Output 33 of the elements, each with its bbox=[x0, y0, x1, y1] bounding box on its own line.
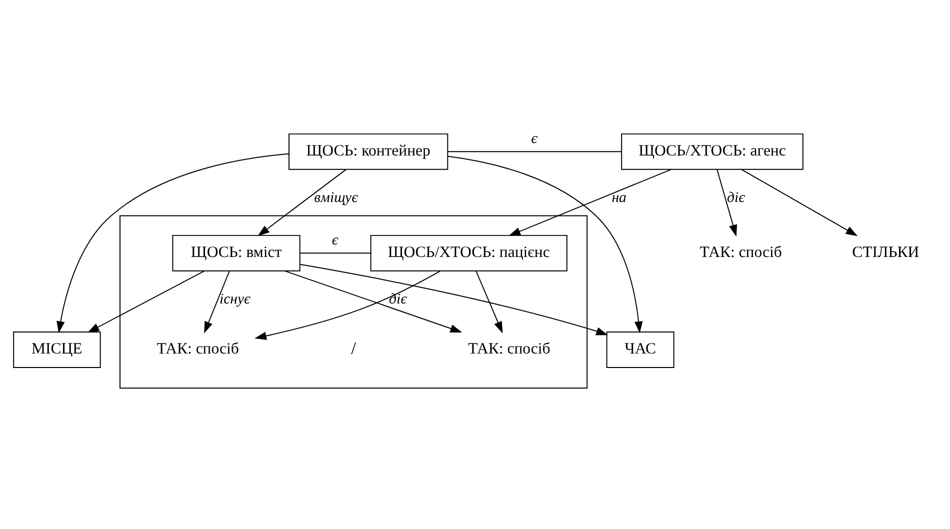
arrow bbox=[258, 168, 346, 236]
node-text: ТАК: спосіб bbox=[156, 340, 239, 357]
edge-label: діє bbox=[389, 290, 408, 307]
edge-label: діє bbox=[727, 189, 746, 206]
node-text: ТАК: спосіб bbox=[468, 340, 550, 357]
cluster bbox=[120, 214, 588, 388]
node-text: ТАК: спосіб bbox=[700, 243, 782, 260]
edge-label: існує bbox=[220, 290, 251, 307]
node-box: ЩОСЬ: контейнер bbox=[288, 132, 448, 170]
arrow bbox=[716, 168, 738, 236]
arrow bbox=[56, 152, 290, 333]
connector bbox=[447, 150, 622, 152]
arrow bbox=[741, 168, 858, 236]
edge-label: є bbox=[531, 130, 538, 146]
arrow bbox=[476, 270, 503, 333]
arrow bbox=[447, 155, 643, 333]
arrow bbox=[508, 168, 672, 236]
edge-label: є bbox=[332, 232, 338, 248]
node-box: МІСЦЕ bbox=[13, 331, 101, 368]
node-box: ЩОСЬ/ХТОСЬ: агенс bbox=[621, 132, 804, 170]
arrow bbox=[204, 270, 230, 333]
node-box: ЧАС bbox=[606, 331, 674, 368]
node-box: ЩОСЬ/ХТОСЬ: пацієнс bbox=[370, 234, 568, 271]
connector bbox=[300, 252, 372, 254]
node-box: ЩОСЬ: вміст bbox=[172, 234, 300, 271]
arrow bbox=[254, 270, 441, 340]
label: / bbox=[351, 338, 356, 358]
arrow bbox=[300, 263, 608, 335]
node-text: СТІЛЬКИ bbox=[852, 243, 920, 260]
edge-label: вміщує bbox=[314, 189, 358, 206]
edge-label: на bbox=[612, 189, 626, 206]
arrow bbox=[284, 270, 462, 332]
arrow bbox=[87, 270, 205, 332]
